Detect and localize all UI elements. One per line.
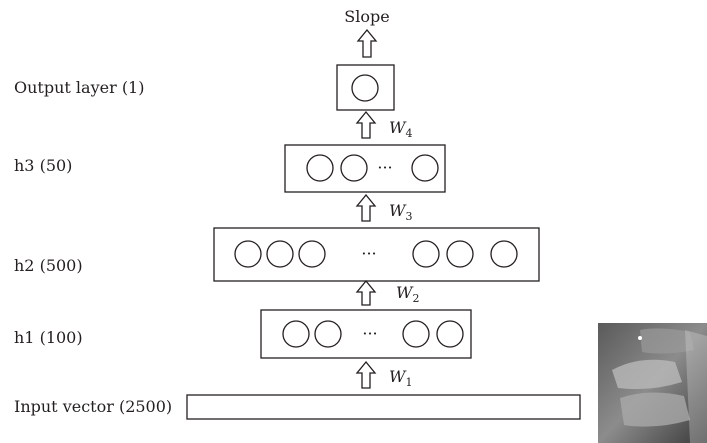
arrow-input-to-h1 [355,360,377,389]
h3-ellipsis: ··· [377,158,392,177]
spine-xray-thumbnail [598,323,707,443]
arrow-h1-to-h2 [355,279,377,306]
h2-neuron [234,240,262,268]
h2-neuron [412,240,440,268]
layer-label-input: Input vector (2500) [14,397,172,416]
arrow-output-to-slope [356,28,378,58]
h1-neuron [314,320,342,348]
h3-neuron [306,154,334,182]
layer-label-h1: h1 (100) [14,328,83,347]
weight-label-w2: W2 [396,283,419,305]
h1-ellipsis: ··· [362,324,377,343]
layer-label-output: Output layer (1) [14,78,144,97]
arrow-h2-to-h3 [355,193,377,222]
h1-neuron [402,320,430,348]
h2-neuron [298,240,326,268]
weight-label-w4: W4 [389,118,412,140]
weight-label-w3: W3 [389,201,412,223]
layer-label-h3: h3 (50) [14,156,72,175]
output-label: Slope [344,7,389,26]
arrow-h3-to-output [355,110,377,139]
h2-neuron [446,240,474,268]
input-vector-box [186,394,581,420]
weight-label-w1: W1 [389,367,412,389]
output-neuron [351,74,379,102]
h3-neuron [411,154,439,182]
h1-neuron [282,320,310,348]
h1-neuron [436,320,464,348]
h2-neuron [490,240,518,268]
h2-ellipsis: ··· [361,244,376,263]
h3-neuron [340,154,368,182]
h2-neuron [266,240,294,268]
layer-label-h2: h2 (500) [14,256,83,275]
